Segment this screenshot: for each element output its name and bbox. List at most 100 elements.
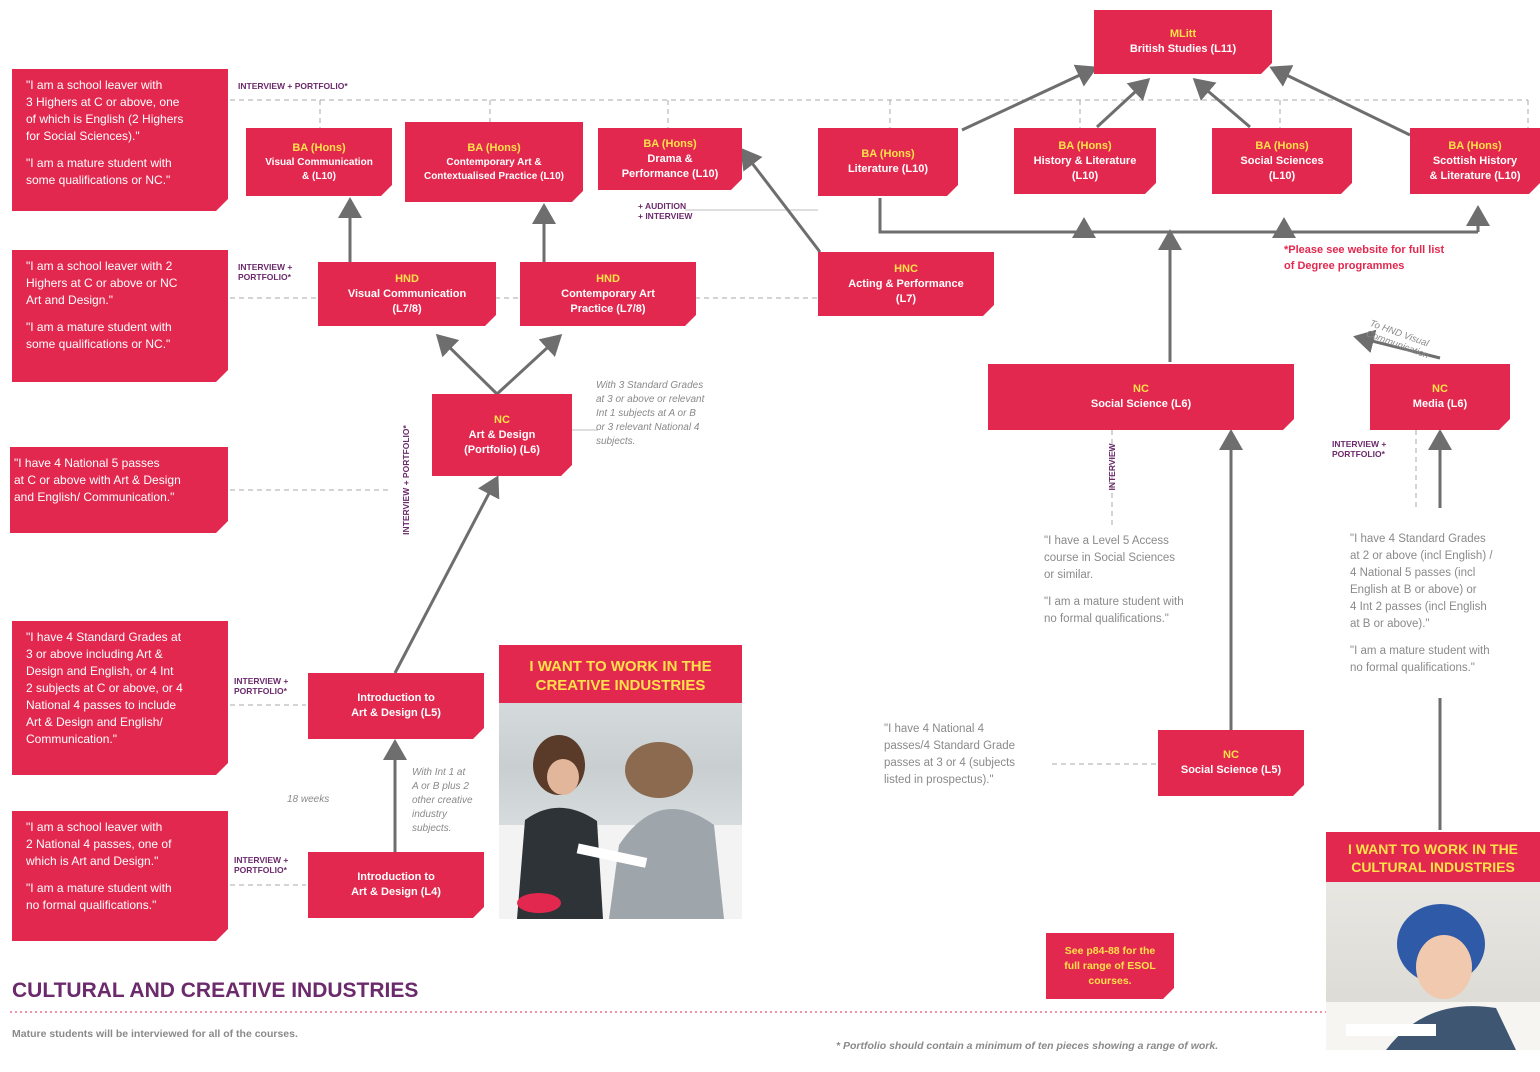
quote-text: "I have 4 National 5 passes at C or abov… [14,456,181,504]
course-name: Scottish History & Literature (L10) [1429,154,1521,182]
course-ba-literature: BA (Hons) Literature (L10) [818,128,958,196]
course-intro-l4: Introduction to Art & Design (L4) [308,852,484,918]
req-interview-portfolio: INTERVIEW + PORTFOLIO* [234,855,289,875]
arrow-hnc-to-ba-drama [740,147,822,253]
arrow-intro5-to-nc [393,475,500,674]
course-level: MLitt [1169,28,1197,40]
mature-students-note: Mature students will be interviewed for … [12,1028,298,1040]
req-interview-portfolio-vertical: INTERVIEW + PORTFOLIO* [401,425,411,535]
progression-arrows [338,64,1490,852]
note-weeks: 18 weeks [287,794,330,805]
cultural-banner: I WANT TO WORK IN THE CULTURAL INDUSTRIE… [1326,832,1540,882]
degree-bracket [878,198,1478,234]
course-nc-art-design: NC Art & Design (Portfolio) (L6) [432,394,572,476]
note-degree-list: *Please see website for full list of Deg… [1284,244,1445,272]
quote-text: "I am a mature student with no formal qu… [26,881,172,912]
course-level: NC [1432,383,1448,395]
req-interview-portfolio: INTERVIEW + PORTFOLIO* [234,676,289,696]
course-name: Acting & Performance (L7) [848,277,964,305]
quote-standard-grades-grey: "I have 4 Standard Grades at 2 or above … [1350,531,1540,687]
course-name: Visual Communication (L7/8) [347,287,467,315]
quote-text: "I am a school leaver with 2 Highers at … [26,259,178,307]
arrow-nc-to-hnd-contemp [495,333,563,396]
creative-industries-panel: I WANT TO WORK IN THE CREATIVE INDUSTRIE… [499,645,742,919]
student-photo [1326,904,1540,1050]
quote-standard-grades: "I have 4 Standard Grades at 3 or above … [12,621,228,775]
course-level: HND [395,272,419,285]
quote-text: "I am a mature student with some qualifi… [26,320,172,351]
quote-highers: "I am a school leaver with 3 Highers at … [12,69,228,211]
arrow-lit-to-mlitt [961,64,1098,132]
course-name: History & Literature (L10) [1033,154,1137,182]
dashed-guides [230,99,1529,886]
req-audition-interview: + AUDITION + INTERVIEW [638,201,693,221]
portfolio-footnote: * Portfolio should contain a minimum of … [836,1040,1219,1052]
course-nc-social-science-l6: NC Social Science (L6) [988,364,1294,430]
course-level: BA (Hons) [1058,139,1112,152]
creative-banner: I WANT TO WORK IN THE CREATIVE INDUSTRIE… [499,645,742,703]
req-interview-portfolio: INTERVIEW + PORTFOLIO* [238,262,293,282]
quote-text: "I am a mature student with no formal qu… [1044,596,1184,625]
course-name: Visual Communication & (L10) [265,156,373,182]
quote-text: "I am a mature student with some qualifi… [26,156,172,187]
course-name: Introduction to Art & Design (L4) [351,871,441,898]
req-interview-portfolio: INTERVIEW + PORTFOLIO* [1332,439,1387,459]
note-standard-grades: With 3 Standard Grades at 3 or above or … [596,380,705,447]
arrow-scottish-to-mlitt [1269,65,1411,137]
course-name: Contemporary Art Practice (L7/8) [561,287,655,315]
course-mlitt: MLitt British Studies (L11) [1094,10,1272,74]
esol-text: See p84-88 for the full range of ESOL co… [1064,944,1156,987]
course-level: BA (Hons) [292,141,346,154]
quote-two-highers: "I am a school leaver with 2 Highers at … [12,250,228,382]
quote-text: "I have 4 National 4 passes/4 Standard G… [884,723,1016,786]
course-level: NC [494,413,510,426]
course-name: British Studies (L11) [1129,43,1237,55]
page-title: CULTURAL AND CREATIVE INDUSTRIES [12,979,419,1002]
quote-access-course: "I have a Level 5 Access course in Socia… [1044,533,1224,638]
quote-text: "I am a school leaver with 2 National 4 … [26,820,172,868]
course-level: BA (Hons) [1448,139,1502,152]
course-hnd-visual: HND Visual Communication (L7/8) [318,262,496,326]
course-name: Social Science (L6) [1090,398,1192,410]
course-level: BA (Hons) [861,148,915,160]
course-ba-visual: BA (Hons) Visual Communication & (L10) [246,128,392,196]
course-name: Introduction to Art & Design (L5) [351,692,441,719]
course-ba-history-literature: BA (Hons) History & Literature (L10) [1014,128,1156,194]
quote-text: "I am a school leaver with 3 Highers at … [26,78,184,143]
course-level: BA (Hons) [643,137,697,150]
arrow-hist-to-mlitt [1095,77,1151,129]
arrow-social-to-mlitt [1192,78,1251,129]
course-name: Media (L6) [1412,398,1468,410]
course-hnc-acting: HNC Acting & Performance (L7) [818,252,994,316]
arrow-media-to-hnd [1353,329,1441,360]
course-level: HND [596,272,620,285]
course-name: Contemporary Art & Contextualised Practi… [423,156,565,182]
req-interview-portfolio: INTERVIEW + PORTFOLIO* [238,81,348,91]
course-level: BA (Hons) [467,141,521,154]
esol-note-box: See p84-88 for the full range of ESOL co… [1046,933,1174,999]
note-int1: With Int 1 at A or B plus 2 other creati… [412,767,473,834]
course-level: NC [1133,383,1149,395]
course-hnd-contemp: HND Contemporary Art Practice (L7/8) [520,262,696,326]
course-name: Drama & Performance (L10) [621,152,719,180]
course-level: NC [1223,749,1239,761]
quote-text: "I am a mature student with no formal qu… [1350,645,1490,674]
course-name: Art & Design (Portfolio) (L6) [464,428,540,456]
course-name: Social Science (L5) [1180,764,1282,776]
arrow-nc-to-hnd-visual [435,333,499,396]
quote-text: "I have a Level 5 Access course in Socia… [1044,535,1176,581]
course-nc-media: NC Media (L6) [1370,364,1510,430]
quote-text: "I have 4 Standard Grades at 3 or above … [26,630,183,746]
quote-national4-grey: "I have 4 National 4 passes/4 Standard G… [884,721,1054,799]
course-nc-social-science-l5: NC Social Science (L5) [1158,730,1304,796]
course-level: BA (Hons) [1255,139,1309,152]
course-name: Literature (L10) [847,163,929,175]
req-interview-vertical: INTERVIEW [1107,443,1117,491]
course-ba-scottish-history: BA (Hons) Scottish History & Literature … [1410,128,1540,194]
course-level: HNC [894,262,918,275]
cultural-industries-panel: I WANT TO WORK IN THE CULTURAL INDUSTRIE… [1326,832,1540,1050]
quote-national4: "I am a school leaver with 2 National 4 … [12,811,228,941]
course-ba-social-sciences: BA (Hons) Social Sciences (L10) [1212,128,1352,194]
students-photo [499,735,742,919]
